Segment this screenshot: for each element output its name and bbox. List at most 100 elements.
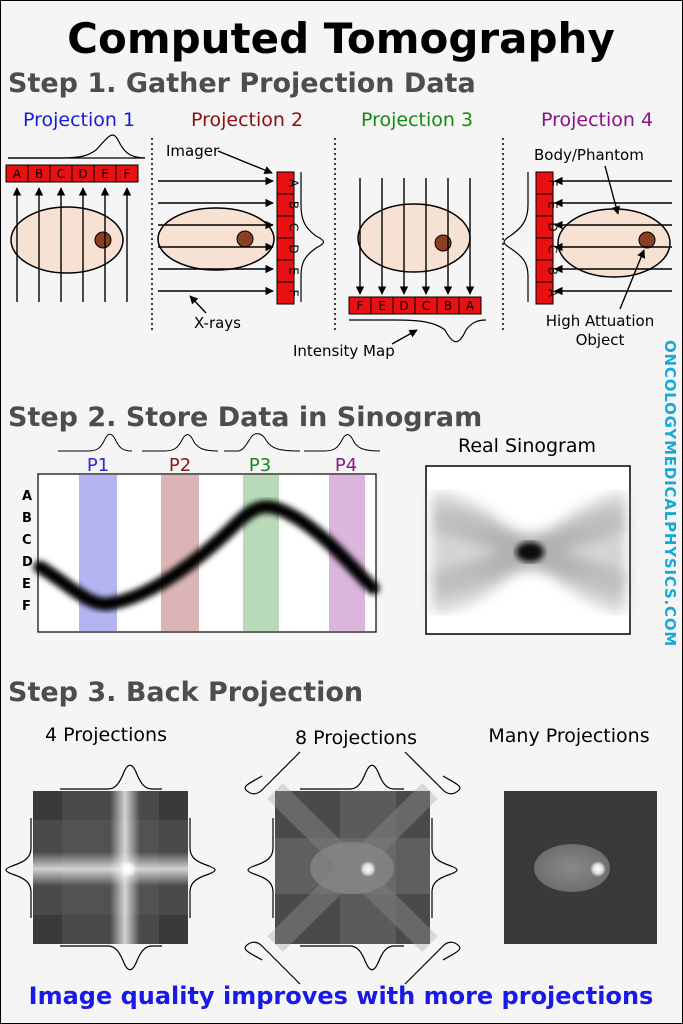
footer-caption: Image quality improves with more project… (29, 982, 654, 1010)
detector-letter: B (287, 201, 301, 209)
profile-top (60, 764, 162, 790)
detector-cell: C (49, 164, 73, 183)
projection-2-label: Projection 2 (191, 109, 303, 131)
detector-letter: D (399, 299, 408, 313)
detector-letter: D (287, 244, 301, 253)
detector-column-2: A B C DEF (276, 171, 301, 305)
sinogram-col-p4: P4 (335, 455, 357, 476)
detector-letter: B (444, 299, 452, 313)
detector-letter: F (287, 290, 301, 297)
detector-letter: B (546, 267, 560, 275)
detector-letter: A (546, 289, 560, 298)
detector-cell: D (392, 296, 416, 315)
intensity-map-label: Intensity Map (293, 342, 395, 360)
sinogram-plot (33, 473, 380, 633)
xray-arrows (355, 178, 475, 295)
panel-4-projections-label: 4 Projections (45, 724, 167, 746)
detector-cell: A (458, 296, 482, 315)
detector-letter: C (287, 223, 301, 231)
high-attenuation-object (94, 231, 112, 249)
detector-cell: E (535, 193, 560, 217)
profile-bottom (300, 945, 404, 971)
detector-cell: A (5, 164, 29, 183)
detector-letter: F (546, 180, 560, 187)
row-label-b: B (22, 511, 32, 526)
detector-cell: C (276, 215, 301, 239)
detector-cell: F (535, 171, 560, 195)
profile-left (5, 818, 32, 918)
detector-cell: E (93, 164, 117, 183)
website-credit: ONCOLOGYMEDICALPHYSICS.COM (661, 340, 679, 647)
profile-diag-bl (244, 941, 301, 985)
detector-letter: D (78, 167, 87, 181)
sinogram-col-p1: P1 (87, 455, 109, 476)
profile-top (300, 764, 404, 790)
xray-arrows (158, 176, 274, 296)
high-attenuation-label-line1: High Attuation (546, 312, 654, 330)
projection-3-label: Projection 3 (361, 109, 473, 131)
backprojection-4 (5, 764, 216, 971)
xrays-label: X-rays (194, 314, 241, 332)
detector-letter: E (378, 299, 386, 313)
xray-arrows (554, 176, 672, 296)
detector-letter: C (57, 167, 65, 181)
profile-left (247, 818, 274, 918)
detector-letter: A (287, 179, 301, 188)
detector-letter: A (466, 299, 475, 313)
intensity-profile-2 (300, 172, 325, 302)
profile-bottom (60, 945, 162, 971)
intensity-profile-1 (8, 134, 146, 159)
detector-letter: E (546, 201, 560, 209)
intensity-profile-4 (503, 172, 529, 302)
row-label-d: D (22, 555, 33, 570)
sinogram-band-p3 (243, 475, 279, 631)
panel-many-projections-label: Many Projections (488, 725, 649, 747)
detector-letter: C (422, 299, 430, 313)
body-phantom (157, 207, 275, 271)
sinogram-profiles (58, 433, 381, 452)
detector-letter: B (35, 167, 43, 181)
detector-letter: F (357, 299, 364, 313)
profile-diag-tr (404, 751, 461, 795)
intensity-profile-3 (349, 319, 487, 343)
detector-cell: F (276, 281, 301, 305)
panel-8-projections-label: 8 Projections (295, 727, 417, 749)
detector-letter: F (124, 167, 131, 181)
detector-cell: B (436, 296, 460, 315)
imager-label: Imager (166, 142, 220, 160)
projection-4-label: Projection 4 (541, 109, 653, 131)
step3-heading: Step 3. Back Projection (8, 677, 363, 708)
high-attenuation-object (434, 234, 452, 252)
step1-heading: Step 1. Gather Projection Data (8, 68, 476, 99)
body-phantom (357, 203, 471, 273)
detector-letter: C (546, 245, 560, 253)
xray-arrows (12, 187, 132, 302)
detector-cell: D (71, 164, 95, 183)
detector-cell: A (276, 171, 301, 195)
detector-cell: C (414, 296, 438, 315)
real-sinogram-image (425, 465, 631, 635)
detector-letter: A (13, 167, 22, 181)
detector-letter: E (101, 167, 109, 181)
row-label-c: C (22, 533, 32, 548)
backprojection-8 (244, 751, 461, 985)
sinogram-column-labels: P1 P2 P3 P4 (87, 455, 357, 476)
detector-cell: D (276, 237, 301, 261)
detector-cell: E (276, 259, 301, 283)
detector-cell: D (535, 215, 560, 239)
page-title: Computed Tomography (67, 14, 615, 63)
detector-cell: A (535, 281, 560, 305)
detector-letter: D (546, 222, 560, 231)
body-phantom-label: Body/Phantom (534, 146, 644, 164)
high-attenuation-object (236, 230, 254, 248)
sinogram-band-p2 (161, 475, 199, 631)
projection-headings: Projection 1 Projection 2 Projection 3 P… (23, 109, 653, 131)
detector-cell: F (348, 296, 372, 315)
detector-cell: B (27, 164, 51, 183)
